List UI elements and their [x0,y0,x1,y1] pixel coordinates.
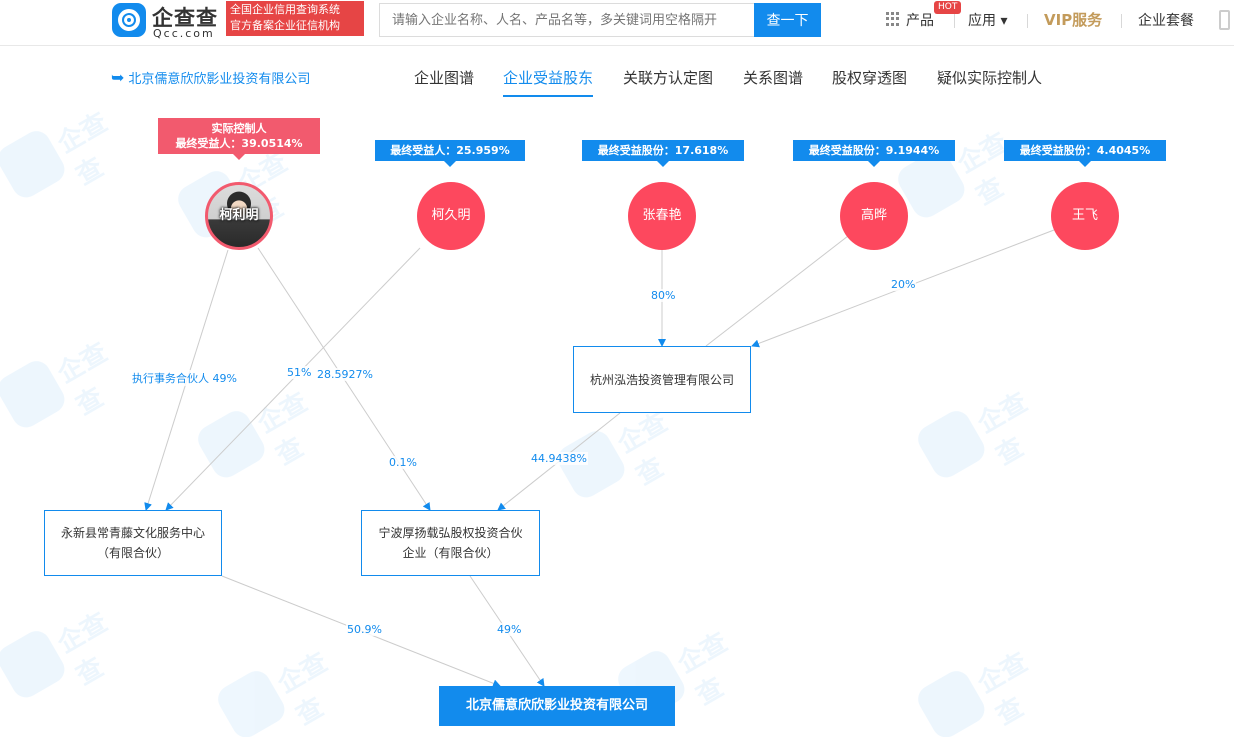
logo-domain: Qcc.com [153,27,215,40]
tab-enterprise-graph[interactable]: 企业图谱 [414,69,475,87]
edge-gao-hangzhou [705,235,849,347]
qcc-logo-icon [112,3,146,37]
company-node-hangzhou[interactable]: 杭州泓浩投资管理有限公司 [573,346,751,413]
nav-app[interactable]: 应用 ▾ [968,13,1008,29]
edge-label: 50.9% [346,623,383,636]
person-node-ke-jiuming[interactable]: 柯久明 [417,182,485,250]
edge-label: 80% [650,289,677,302]
back-link[interactable]: ➥北京儒意欣欣影业投资有限公司 [111,68,310,87]
back-arrow-icon: ➥ [111,68,125,87]
person-tag: 最终受益股份：9.1944% [793,140,955,167]
nav-divider [1027,14,1028,28]
top-header: 企查查 Qcc.com 全国企业信用查询系统 官方备案企业征信机构 查一下 产品… [0,0,1234,46]
edge-label: 49% [496,623,523,636]
search-button[interactable]: 查一下 [754,3,821,37]
edge-label: 20% [890,278,917,291]
person-tag: 最终受益股份：17.618% [582,140,744,167]
hot-badge: HOT [934,1,962,14]
official-badge: 全国企业信用查询系统 官方备案企业征信机构 [226,1,364,36]
company-name-line: （有限合伙） [96,546,169,560]
search-input[interactable] [379,3,755,37]
person-node-ke-liming[interactable]: 柯利明 [205,182,273,250]
graph-edges [144,229,1055,688]
nav-divider [1121,14,1122,28]
nav-vip[interactable]: VIP服务 [1044,11,1103,29]
person-node-gao-ye[interactable]: 高晔 [840,182,908,250]
edge-kejiu-yongxin [165,247,421,511]
back-label: 北京儒意欣欣影业投资有限公司 [128,72,311,87]
badge-line1: 全国企业信用查询系统 [230,3,340,16]
company-name-line: 永新县常青藤文化服务中心 [60,526,205,540]
person-tag: 实际控制人 最终受益人：39.0514% [158,118,320,160]
grid-icon [886,12,900,26]
person-tag: 最终受益人：25.959% [375,140,525,167]
beneficial-owner-graph: 80% 20% 执行事务合伙人 49% 51% 28.5927% 0.1% 44… [0,100,1234,737]
edge-label: 51% [286,366,313,379]
target-company-node[interactable]: 北京儒意欣欣影业投资有限公司 [439,686,675,726]
person-tag: 最终受益股份：4.4045% [1004,140,1166,167]
nav-divider [954,14,955,28]
edge-label: 44.9438% [530,452,588,465]
tab-suspected-controller[interactable]: 疑似实际控制人 [937,69,1043,87]
company-node-ningbo[interactable]: 宁波厚扬载弘股权投资合伙 企业（有限合伙） [361,510,540,576]
company-node-yongxin[interactable]: 永新县常青藤文化服务中心 （有限合伙） [44,510,222,576]
tab-beneficial-owners[interactable]: 企业受益股东 [503,67,594,97]
badge-line2: 官方备案企业征信机构 [230,19,340,32]
tab-relation-graph[interactable]: 关系图谱 [743,69,804,87]
edge-label: 0.1% [388,456,418,469]
phone-icon[interactable] [1219,10,1230,30]
tab-related-party[interactable]: 关联方认定图 [623,69,714,87]
person-node-zhang-chunyan[interactable]: 张春艳 [628,182,696,250]
person-node-wang-fei[interactable]: 王飞 [1051,182,1119,250]
nav-product[interactable]: 产品 [906,13,934,29]
company-name-line: 企业（有限合伙） [402,546,499,560]
edge-label: 28.5927% [316,368,374,381]
tab-equity-penetration[interactable]: 股权穿透图 [832,69,908,87]
qcc-logo[interactable]: 企查查 Qcc.com [112,2,224,40]
company-name-line: 宁波厚扬载弘股权投资合伙 [378,526,523,540]
nav-package[interactable]: 企业套餐 [1138,13,1194,29]
logo-name: 企查查 [152,6,218,30]
edge-label: 执行事务合伙人 49% [131,370,238,386]
